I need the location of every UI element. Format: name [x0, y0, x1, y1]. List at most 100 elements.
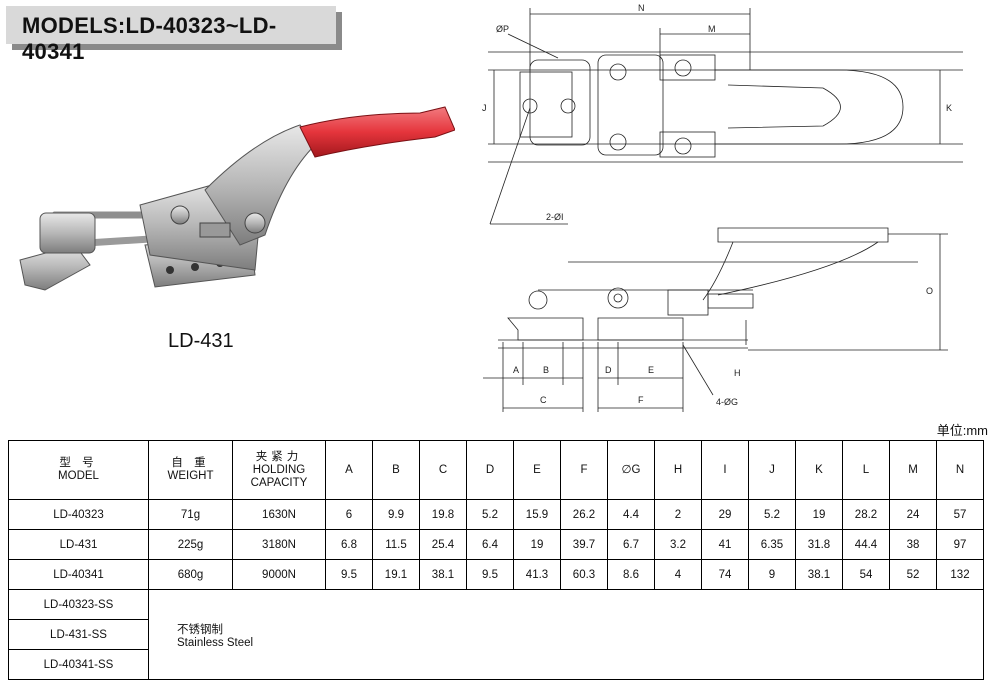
model-cell: LD-431: [8, 529, 149, 560]
dim-J-label: J: [482, 103, 487, 113]
dim-B-label: B: [543, 365, 549, 375]
header-weight: 自 重 WEIGHT: [148, 440, 233, 500]
dim-O-label: O: [926, 286, 933, 296]
header-dim: M: [889, 440, 937, 500]
ss-model-cell: LD-40323-SS: [8, 589, 149, 620]
header-dim: F: [560, 440, 608, 500]
model-cell: LD-40341: [8, 559, 149, 590]
four-phi-G-label: 4-ØG: [716, 397, 738, 407]
header-dim: D: [466, 440, 514, 500]
dim-cell: 8.6: [607, 559, 655, 590]
dim-C-label: C: [540, 395, 547, 405]
dim-cell: 4: [654, 559, 702, 590]
product-photo: [19, 106, 455, 291]
dim-cell: 41.3: [513, 559, 561, 590]
holding-cell: 1630N: [232, 499, 326, 530]
dim-cell: 9.5: [466, 559, 514, 590]
dim-cell: 54: [842, 559, 890, 590]
weight-cell: 71g: [148, 499, 233, 530]
header-dim: ∅G: [607, 440, 655, 500]
dim-cell: 9.5: [325, 559, 373, 590]
page-title: MODELS:LD-40323~LD-40341: [22, 13, 277, 64]
table-row: LD-40341-SS: [8, 649, 984, 680]
phi-P-label: ØP: [496, 24, 509, 34]
dim-cell: 25.4: [419, 529, 467, 560]
header-dim: E: [513, 440, 561, 500]
dim-cell: 19: [513, 529, 561, 560]
dim-cell: 31.8: [795, 529, 843, 560]
header-dim: J: [748, 440, 796, 500]
dim-cell: 4.4: [607, 499, 655, 530]
dim-cell: 24: [889, 499, 937, 530]
dim-cell: 19: [795, 499, 843, 530]
dim-cell: 97: [936, 529, 984, 560]
photo-caption: LD-431: [168, 330, 234, 352]
stainless-note: 不锈钢制 Stainless Steel: [148, 589, 984, 680]
ss-model-cell: LD-431-SS: [8, 619, 149, 650]
weight-cell: 225g: [148, 529, 233, 560]
dim-cell: 28.2: [842, 499, 890, 530]
ss-model-cell: LD-40341-SS: [8, 649, 149, 680]
header-dim: H: [654, 440, 702, 500]
dim-H-label: H: [734, 368, 741, 378]
dim-A-label: A: [513, 365, 519, 375]
dim-D-label: D: [605, 365, 612, 375]
dim-cell: 38: [889, 529, 937, 560]
spec-table: 型 号 MODEL 自 重 WEIGHT 夹紧力 HOLDING CAPACIT…: [8, 440, 984, 680]
header-model: 型 号 MODEL: [8, 440, 149, 500]
header-dim: A: [325, 440, 373, 500]
header-dim: B: [372, 440, 420, 500]
dim-cell: 29: [701, 499, 749, 530]
header-dim: L: [842, 440, 890, 500]
dim-cell: 9: [748, 559, 796, 590]
dim-cell: 132: [936, 559, 984, 590]
dim-cell: 5.2: [748, 499, 796, 530]
dim-N-label: N: [638, 3, 645, 13]
dim-M-label: M: [708, 24, 716, 34]
header-dim: N: [936, 440, 984, 500]
dim-cell: 3.2: [654, 529, 702, 560]
dim-cell: 15.9: [513, 499, 561, 530]
title-banner: MODELS:LD-40323~LD-40341: [6, 6, 336, 64]
dim-cell: 6.7: [607, 529, 655, 560]
two-phi-I-label: 2-ØI: [546, 212, 564, 222]
model-cell: LD-40323: [8, 499, 149, 530]
dim-cell: 5.2: [466, 499, 514, 530]
dim-cell: 41: [701, 529, 749, 560]
header-dim: C: [419, 440, 467, 500]
table-row: LD-40323-SS 不锈钢制 Stainless Steel: [8, 589, 984, 680]
dim-cell: 6: [325, 499, 373, 530]
unit-label: 单位:mm: [936, 423, 988, 438]
dim-cell: 57: [936, 499, 984, 530]
dim-cell: 2: [654, 499, 702, 530]
dim-cell: 26.2: [560, 499, 608, 530]
dim-K-label: K: [946, 103, 952, 113]
dim-cell: 74: [701, 559, 749, 590]
header-dim: K: [795, 440, 843, 500]
dim-cell: 44.4: [842, 529, 890, 560]
dim-cell: 6.4: [466, 529, 514, 560]
weight-cell: 680g: [148, 559, 233, 590]
dim-cell: 38.1: [795, 559, 843, 590]
technical-drawing: N M ØP J K 2-ØI O H A B C D E F 4-Ø: [482, 3, 963, 412]
dim-F-label: F: [638, 395, 644, 405]
dim-cell: 52: [889, 559, 937, 590]
dim-cell: 11.5: [372, 529, 420, 560]
table-row: LD-431-SS: [8, 619, 984, 650]
dim-cell: 9.9: [372, 499, 420, 530]
dim-cell: 60.3: [560, 559, 608, 590]
holding-cell: 9000N: [232, 559, 326, 590]
header-dim: I: [701, 440, 749, 500]
dim-cell: 19.1: [372, 559, 420, 590]
dim-cell: 6.35: [748, 529, 796, 560]
dim-cell: 19.8: [419, 499, 467, 530]
table-header-row: 型 号 MODEL 自 重 WEIGHT 夹紧力 HOLDING CAPACIT…: [8, 440, 984, 500]
header-holding: 夹紧力 HOLDING CAPACITY: [232, 440, 326, 500]
holding-cell: 3180N: [232, 529, 326, 560]
dim-cell: 38.1: [419, 559, 467, 590]
dim-cell: 39.7: [560, 529, 608, 560]
dim-E-label: E: [648, 365, 654, 375]
